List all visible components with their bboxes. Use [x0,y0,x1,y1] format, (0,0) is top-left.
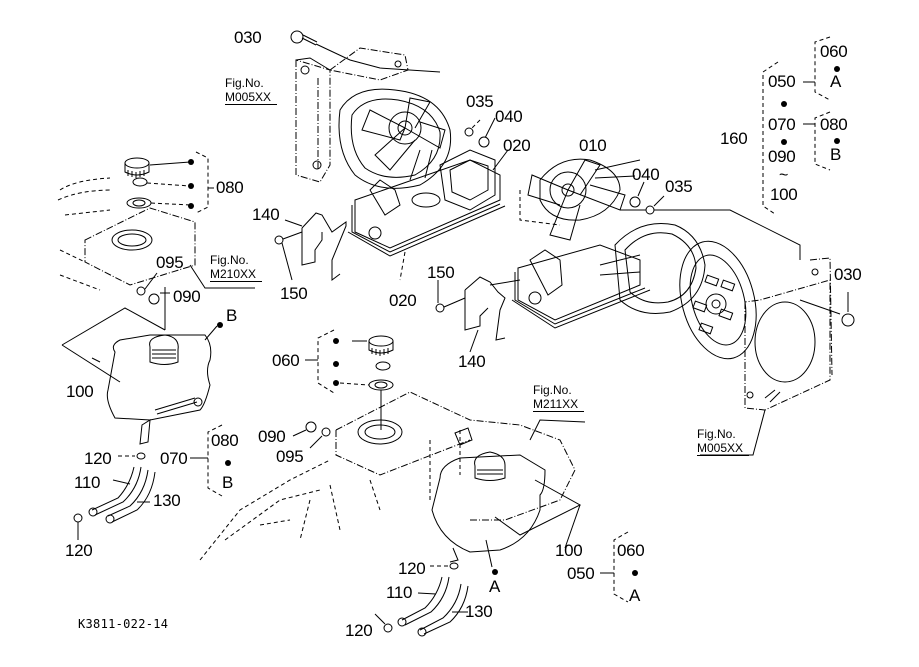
nut-washer-left [136,264,255,330]
fig-ref-label: Fig.No. [697,427,736,441]
kit-050-label: 050 [567,564,595,583]
callout-040-upper: 040 [495,107,523,126]
callout-140-right: 140 [458,352,486,371]
callout-060-middle: 060 [272,351,300,370]
bullet [632,570,638,576]
engine-right [511,158,801,360]
frame-middle [199,391,586,561]
kit-070-item-b: B [222,473,234,492]
bullet [492,569,498,575]
kit-050-bracket [613,531,629,603]
leader-020-b [399,251,406,281]
callout-130-left: 130 [153,491,181,510]
cap-set-left [124,151,214,214]
callout-100-left: 100 [66,382,94,401]
callout-120-left-lower: 120 [65,541,93,560]
kit-160-sub-080: 080 [820,115,848,134]
kit-160-item-070: 070 [768,115,796,134]
kit-160-brackets [762,36,831,215]
callout-090-left: 090 [173,287,201,306]
bolt-030-top [290,30,441,73]
callout-110-left: 110 [74,473,101,492]
bullet [781,101,787,107]
kit-160-sub-b: B [830,145,842,164]
fig-ref-label: Fig.No. [225,76,264,90]
hoses-left [73,452,156,540]
fig-ref-label: Fig.No. [533,383,572,397]
hoses-middle [374,562,469,637]
callout-010: 010 [579,136,607,155]
fig-ref-number: M211XX [533,397,585,412]
kit-160-sub-060: 060 [820,42,848,61]
washer-nut-upper-left [464,117,509,171]
kit-050-item-060: 060 [617,541,645,560]
kit-070-label: 070 [160,449,188,468]
callout-090-middle: 090 [258,427,286,446]
bullet [333,380,339,386]
kit-160-range-tilde: ~ [779,167,789,184]
kit-160-item-050: 050 [768,72,796,91]
engine-bracket-right [700,257,855,456]
fig-ref-number: M210XX [210,267,263,282]
fig-ref-m005xx-top: Fig.No. M005XX [225,76,278,105]
kit-160-label: 160 [720,129,748,148]
marker-a: A [489,577,501,596]
bullet [333,338,339,344]
callout-120-middle-lower: 120 [345,621,373,640]
bullet [225,460,231,466]
fig-ref-number: M005XX [697,441,750,456]
callout-035-right: 035 [665,177,693,196]
bullet [188,159,194,165]
callout-020-lower: 020 [389,291,417,310]
bullet [834,66,840,72]
fig-ref-number: M005XX [225,90,278,105]
callout-120-left-upper: 120 [84,449,112,468]
kit-050-item-a: A [629,586,641,605]
bullet [217,322,223,328]
callout-080-left: 080 [216,178,244,197]
callout-150-left: 150 [280,284,308,303]
callout-030-right: 030 [834,265,862,284]
callout-120-middle-upper: 120 [398,559,426,578]
bullet [781,139,787,145]
fig-ref-m211xx: Fig.No. M211XX [533,383,585,412]
callout-140-left: 140 [252,205,280,224]
callout-020-upper: 020 [503,136,531,155]
kit-160-item-100: 100 [770,185,798,204]
cap-set-middle [305,329,394,430]
callout-095-middle: 095 [276,447,304,466]
callout-040-right: 040 [632,165,660,184]
engine-left [338,88,506,257]
callout-030-top: 030 [234,28,262,47]
bullet [188,203,194,209]
callout-150-right: 150 [427,263,455,282]
fuel-tank-left [61,307,218,445]
fuel-tank-middle [431,451,582,568]
drawing-code: K3811-022-14 [78,617,169,631]
callout-110-middle: 110 [386,583,413,602]
callout-130-middle: 130 [465,602,493,621]
bullet [333,361,339,367]
fig-ref-label: Fig.No. [210,253,249,267]
fig-ref-m210xx: Fig.No. M210XX [210,253,263,282]
plate-140-left [274,212,347,281]
nut-washer-middle [292,421,331,449]
callout-100-middle: 100 [555,541,583,560]
fig-ref-m005xx-right: Fig.No. M005XX [697,427,750,456]
kit-070-bracket [207,424,223,497]
kit-070-item-080: 080 [211,431,239,450]
callout-035-upper: 035 [466,92,494,111]
engine-bracket-left [295,47,409,183]
kit-160-item-090: 090 [768,147,796,166]
marker-b: B [226,306,238,325]
bullet [188,183,194,189]
plate-140-right [435,276,521,353]
frame-left [57,177,196,291]
washer-nut-upper-right [629,181,665,215]
kit-160-sub-a: A [830,72,842,91]
bullet [834,138,840,144]
callout-095-left: 095 [156,253,184,272]
